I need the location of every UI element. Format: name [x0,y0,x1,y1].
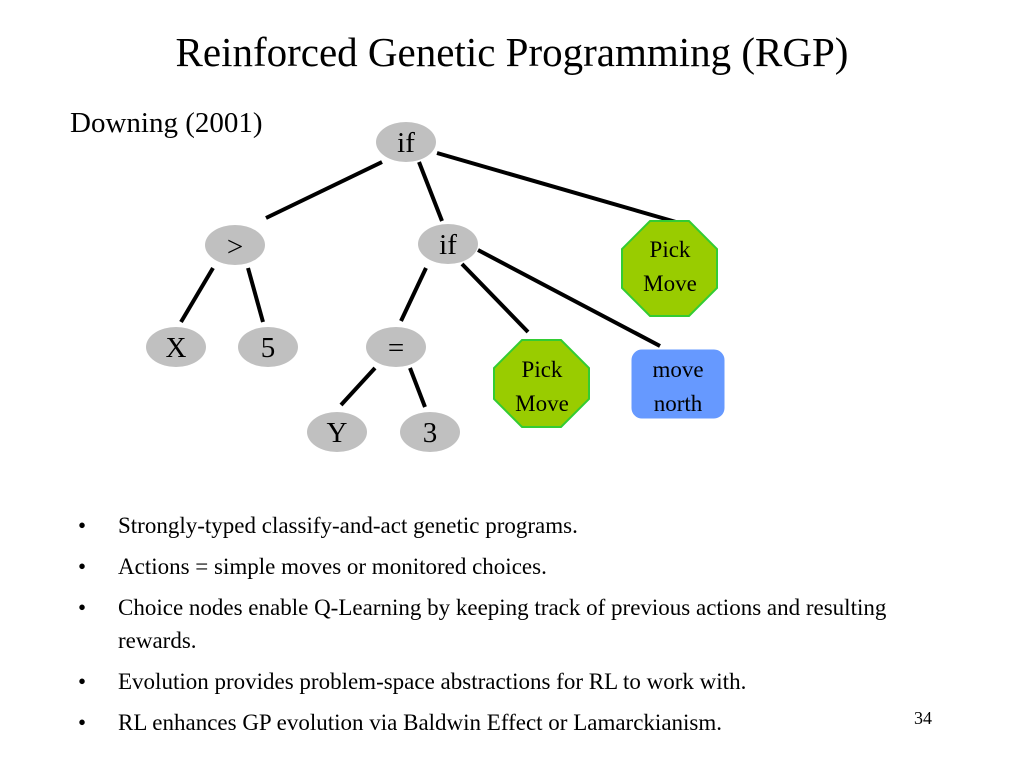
node-pick-move-right-line1: Pick [650,237,691,262]
node-five: 5 [238,327,298,367]
bullet-item: • Evolution provides problem-space abstra… [78,665,948,698]
node-pick-move-left: Pick Move [493,339,590,428]
edge-eq-to-three [408,367,427,408]
slide-title: Reinforced Genetic Programming (RGP) [175,29,849,75]
bullet-item: • Actions = simple moves or monitored cho… [78,550,948,583]
node-inner-if-label: if [439,229,457,261]
edge-inner-if-to-pick-move-left [460,262,530,334]
edge-gt-to-five [246,267,265,323]
edge-root-to-inner-if [417,161,444,222]
edge-root-to-pick-move-right [436,151,677,224]
node-three: 3 [400,412,460,452]
node-y: Y [307,412,367,452]
program-tree-diagram: if > if X 5 = Y 3 Pick Move Pick Move [146,122,725,452]
node-pick-move-left-line1: Pick [522,357,563,382]
slide-subtitle: Downing (2001) [70,107,263,139]
node-pick-move-left-line2: Move [515,391,569,416]
bullet-text: Evolution provides problem-space abstrac… [118,669,747,694]
node-x-label: X [166,332,187,364]
bullet-text: Choice nodes enable Q-Learning by keepin… [118,595,887,653]
node-y-label: Y [327,417,348,449]
node-root-if: if [376,122,436,162]
node-pick-move-right-line2: Move [643,271,697,296]
bullet-item: • Choice nodes enable Q-Learning by keepi… [78,591,948,657]
edge-root-to-gt [265,160,383,220]
bullet-marker: • [78,669,87,694]
node-five-label: 5 [261,332,276,364]
node-move-north: move north [631,349,725,419]
bullet-marker: • [78,554,87,579]
node-eq: = [366,327,426,367]
node-gt-label: > [227,231,243,263]
node-root-if-label: if [397,127,415,159]
node-eq-label: = [388,332,404,364]
bullet-text: RL enhances GP evolution via Baldwin Eff… [118,710,723,735]
node-move-north-line2: north [654,391,703,416]
node-move-north-line1: move [652,357,703,382]
bullet-item: • Strongly-typed classify-and-act genetic… [78,509,948,542]
node-x: X [146,327,206,367]
edge-inner-if-to-eq [399,267,428,322]
bullet-text: Strongly-typed classify-and-act genetic … [118,513,578,538]
node-gt: > [205,225,265,265]
page-number: 34 [914,708,932,728]
node-three-label: 3 [423,417,438,449]
bullet-item: • RL enhances GP evolution via Baldwin Ef… [78,706,948,739]
edge-gt-to-x [179,266,215,324]
tree-edges [179,151,677,408]
bullet-marker: • [78,710,87,735]
bullet-marker: • [78,595,87,620]
bullet-marker: • [78,513,87,538]
bullet-text: Actions = simple moves or monitored choi… [118,554,547,579]
node-inner-if: if [418,224,478,264]
node-pick-move-right: Pick Move [621,220,718,317]
edge-eq-to-y [339,366,377,407]
bullet-list: • Strongly-typed classify-and-act genetic… [78,509,948,747]
edge-inner-if-to-move-north [477,248,661,348]
